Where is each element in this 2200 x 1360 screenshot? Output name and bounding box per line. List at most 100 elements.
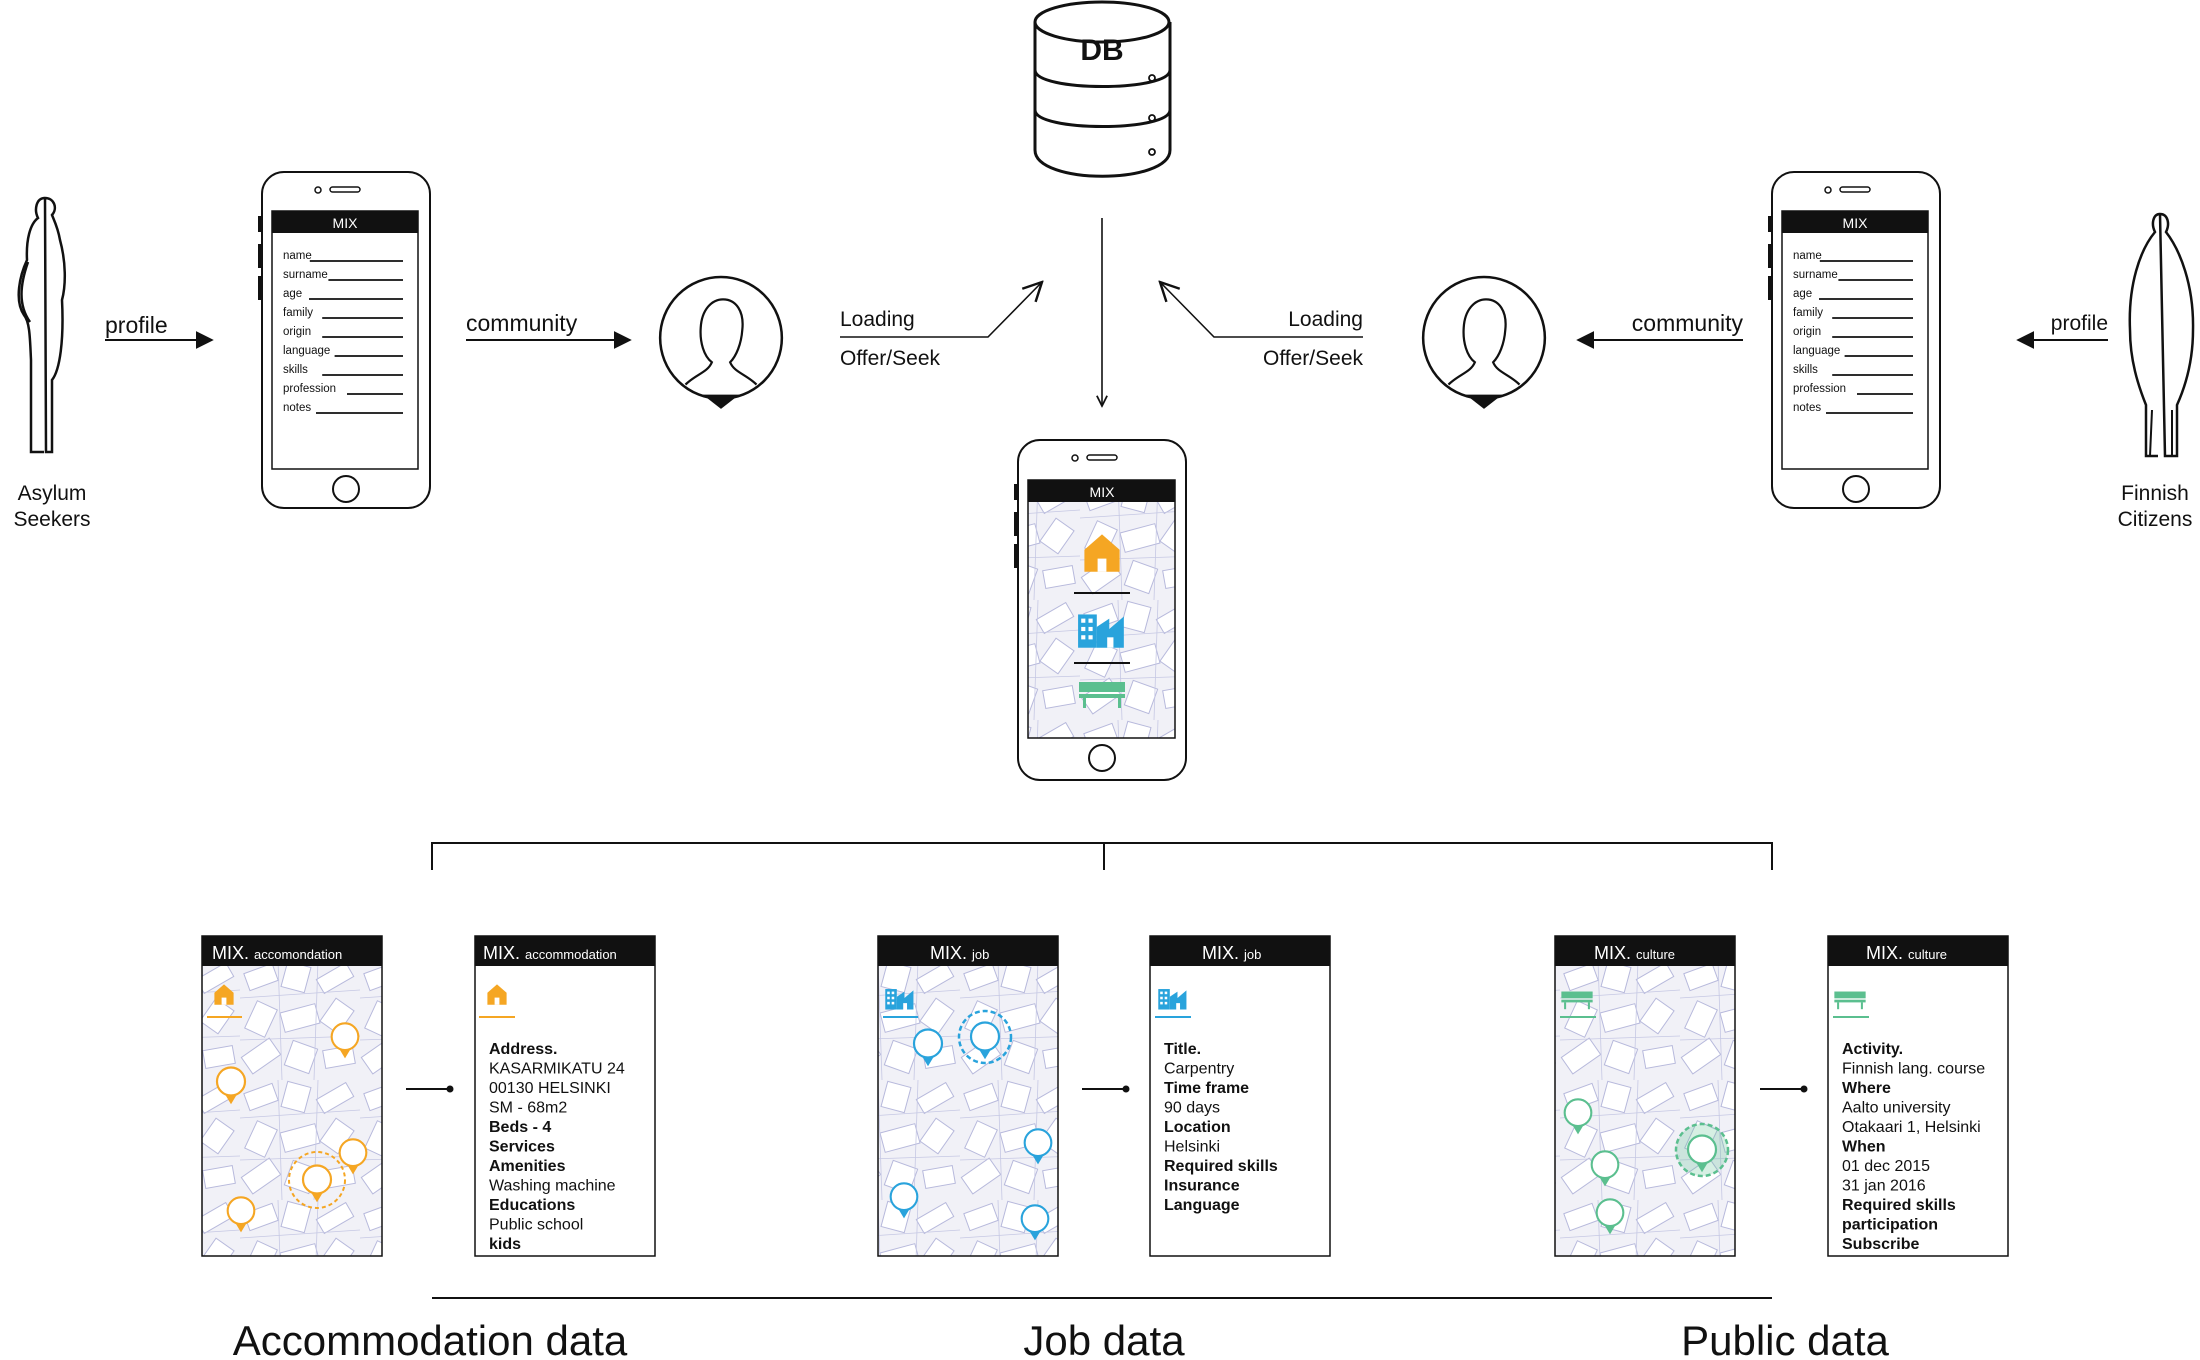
detail-line: Helsinki bbox=[1164, 1139, 1220, 1156]
app-phone-center: MIX bbox=[1014, 439, 1187, 781]
svg-text:MIX.culture: MIX. culture bbox=[1866, 943, 1947, 963]
detail-line: Location bbox=[1164, 1119, 1231, 1136]
profile-label-left: profile bbox=[105, 312, 168, 338]
culture-details: Activity.Finnish lang. courseWhereAalto … bbox=[1842, 1041, 1985, 1253]
profile-label-right: profile bbox=[2051, 312, 2108, 335]
detail-line: Carpentry bbox=[1164, 1061, 1234, 1078]
profile-form-right: namesurnameagefamilyoriginlanguageskills… bbox=[1793, 250, 1913, 414]
job-map-sub: job bbox=[971, 947, 989, 962]
profile-field-label: name bbox=[283, 250, 312, 262]
profile-field-label: age bbox=[283, 288, 302, 300]
detail-line: 01 dec 2015 bbox=[1842, 1158, 1930, 1175]
detail-line: Finnish lang. course bbox=[1842, 1061, 1985, 1078]
accommodation-data-label: Accommodation data bbox=[233, 1317, 628, 1360]
cul-detail-brand: MIX. bbox=[1866, 943, 1903, 963]
finnish-citizens-figure-icon bbox=[2128, 212, 2195, 458]
detail-line: Title. bbox=[1164, 1041, 1201, 1058]
profile-field-label: language bbox=[283, 345, 330, 357]
profile-phone-right: MIX namesurnameagefamilyoriginlanguagesk… bbox=[1768, 171, 1941, 509]
profile-field-label: age bbox=[1793, 288, 1812, 300]
job-map-screen: MIX. job bbox=[877, 935, 1059, 1257]
detail-line: participation bbox=[1842, 1217, 1938, 1234]
detail-line: Time frame bbox=[1164, 1080, 1249, 1097]
job-detail-sub: job bbox=[1243, 947, 1261, 962]
detail-line: 90 days bbox=[1164, 1100, 1220, 1117]
app-map-background bbox=[1027, 479, 1176, 739]
svg-text:MIX.job: MIX. job bbox=[1202, 943, 1261, 963]
category-bracket bbox=[431, 842, 1773, 870]
acc-map-brand: MIX. bbox=[212, 943, 249, 963]
loading-label-left: Loading bbox=[840, 308, 915, 331]
finnish-citizens-label-1: Finnish bbox=[2121, 482, 2189, 505]
detail-line: Activity. bbox=[1842, 1041, 1903, 1058]
svg-text:MIX.accommodation: MIX. accommodation bbox=[483, 943, 617, 963]
detail-line: KASARMIKATU 24 bbox=[489, 1061, 625, 1078]
svg-text:MIX.job: MIX. job bbox=[930, 943, 989, 963]
detail-line: Washing machine bbox=[489, 1178, 616, 1195]
profile-field-label: profession bbox=[1793, 383, 1846, 395]
community-profile-pin-icon-left bbox=[658, 275, 784, 411]
profile-field-label: family bbox=[283, 307, 313, 319]
detail-line: SM - 68m2 bbox=[489, 1100, 567, 1117]
svg-text:MIX.culture: MIX. culture bbox=[1594, 943, 1675, 963]
svg-text:MIX.accomondation: MIX. accomondation bbox=[212, 943, 342, 963]
profile-field-label: language bbox=[1793, 345, 1840, 357]
phone-title-right: MIX bbox=[1843, 215, 1869, 231]
db-label: DB bbox=[1080, 34, 1123, 67]
profile-field-label: notes bbox=[1793, 402, 1821, 414]
database-icon bbox=[1033, 0, 1172, 178]
asylum-seekers-figure-icon bbox=[17, 196, 66, 454]
acc-map-sub: accomondation bbox=[254, 947, 342, 962]
job-map-brand: MIX. bbox=[930, 943, 967, 963]
accommodation-detail-screen: MIX. accommodation Address. KASARMIKATU 24… bbox=[474, 935, 656, 1257]
profile-field-label: name bbox=[1793, 250, 1822, 262]
profile-phone-left: MIX name surname age family origin language sk… bbox=[258, 171, 431, 509]
acc-detail-brand: MIX. bbox=[483, 943, 520, 963]
detail-line: kids bbox=[489, 1236, 521, 1253]
offer-seek-label-right: Offer/Seek bbox=[1263, 347, 1363, 370]
profile-field-label: skills bbox=[283, 364, 308, 376]
cul-map-sub: culture bbox=[1636, 947, 1675, 962]
profile-field-label: origin bbox=[1793, 326, 1821, 338]
detail-line: Beds - 4 bbox=[489, 1119, 551, 1136]
accommodation-details: Address. KASARMIKATU 24 00130 HELSINKI SM -… bbox=[489, 1041, 625, 1253]
profile-field-label: notes bbox=[283, 402, 311, 414]
offer-seek-label-left: Offer/Seek bbox=[840, 347, 940, 370]
detail-line: Required skills bbox=[1842, 1197, 1956, 1214]
detail-line: 31 jan 2016 bbox=[1842, 1178, 1926, 1195]
cul-map-brand: MIX. bbox=[1594, 943, 1631, 963]
loading-label-right: Loading bbox=[1288, 308, 1363, 331]
job-data-label: Job data bbox=[1023, 1317, 1185, 1360]
app-phone-title: MIX bbox=[1090, 484, 1116, 500]
detail-line: Services bbox=[489, 1139, 555, 1156]
finnish-citizens-label-2: Citizens bbox=[2118, 508, 2193, 531]
community-label-left: community bbox=[466, 310, 578, 336]
profile-field-label: surname bbox=[283, 269, 328, 281]
accommodation-map-screen: MIX. accomondation bbox=[201, 935, 383, 1257]
profile-field-label: skills bbox=[1793, 364, 1818, 376]
profile-field-label: surname bbox=[1793, 269, 1838, 281]
community-profile-pin-icon-right bbox=[1421, 275, 1547, 411]
asylum-seekers-label-2: Seekers bbox=[13, 508, 90, 531]
loading-arrow-right bbox=[1160, 282, 1363, 338]
acc-detail-sub: accommodation bbox=[525, 947, 617, 962]
loading-arrow-left bbox=[840, 282, 1042, 338]
detail-line: Address. bbox=[489, 1041, 557, 1058]
asylum-seekers-label-1: Asylum bbox=[18, 482, 87, 505]
profile-field-label: profession bbox=[283, 383, 336, 395]
detail-line: Educations bbox=[489, 1197, 575, 1214]
culture-detail-screen: MIX. culture Activity. Finnish lang. cours… bbox=[1827, 935, 2009, 1257]
cul-detail-sub: culture bbox=[1908, 947, 1947, 962]
community-label-right: community bbox=[1632, 310, 1744, 336]
public-data-label: Public data bbox=[1681, 1317, 1889, 1360]
phone-title-left: MIX bbox=[333, 215, 359, 231]
detail-line: Subscribe bbox=[1842, 1236, 1919, 1253]
detail-line: 00130 HELSINKI bbox=[489, 1080, 611, 1097]
culture-map-screen: MIX. culture bbox=[1554, 935, 1736, 1257]
detail-line: Where bbox=[1842, 1080, 1891, 1097]
profile-field-label: origin bbox=[283, 326, 311, 338]
detail-line: Language bbox=[1164, 1197, 1240, 1214]
job-detail-brand: MIX. bbox=[1202, 943, 1239, 963]
